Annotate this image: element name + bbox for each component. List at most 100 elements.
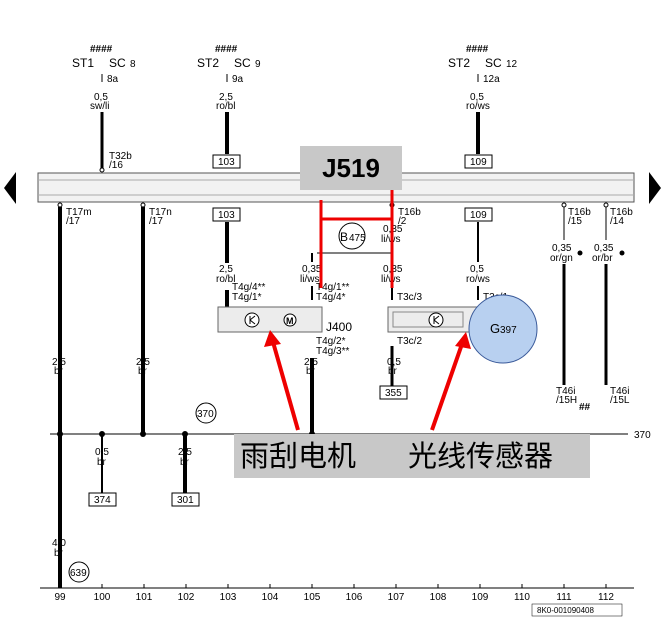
axis-number: 103: [220, 592, 237, 603]
wire-size: 2,5: [219, 264, 233, 275]
junction-dot: [140, 431, 146, 437]
doc-id-box: [531, 603, 623, 617]
wire-size: 0,35: [302, 264, 322, 275]
ref-box-301: [171, 492, 200, 507]
axis-number: 104: [262, 592, 279, 603]
wire-size: 0,5: [387, 357, 401, 368]
component-g397-sub: 397: [500, 325, 517, 336]
header-pin: 8a: [107, 74, 119, 85]
wire-color: ro/bl: [216, 101, 235, 112]
header-sc: SC: [234, 56, 251, 70]
wire-color: br: [180, 457, 190, 468]
splice-b475-label: B: [340, 230, 348, 244]
axis-number: 112: [598, 592, 614, 603]
pin-dot: [561, 202, 567, 208]
ref-box-109-top-label: 109: [470, 157, 487, 168]
red-arrow-sensor-head: [455, 332, 471, 349]
connector-t16b-15-pin: /15: [568, 216, 582, 227]
header-st: ST2: [448, 56, 470, 70]
wire-size: 0,5: [94, 92, 108, 103]
header-hash: ####: [215, 44, 238, 55]
component-j400-label: J400: [326, 320, 352, 334]
connector-t17n-pin: /17: [149, 216, 163, 227]
wire-size: 0,5: [470, 92, 484, 103]
wire-size: 4,0: [52, 538, 66, 549]
header-st2-sc12: #### ST2 SC 12 12a 0,5 ro/ws: [448, 44, 518, 112]
pin-label: T4g/1*: [232, 292, 262, 303]
header-st2-sc9: #### ST2 SC 9 9a 2,5 ro/bl: [197, 44, 261, 112]
pin-label: T3c/2: [397, 336, 422, 347]
motor-icon: [283, 313, 297, 327]
splice-b475: [338, 222, 366, 250]
connector-t46i-l-pin: /15L: [610, 395, 630, 406]
wire-color: br: [54, 548, 64, 559]
header-st1-sc8: #### ST1 SC 8 8a 0,5 sw/li: [72, 44, 136, 112]
connector-t16b-2: T16b: [398, 207, 421, 218]
relay-icon: [428, 312, 444, 328]
shield-dot: [619, 250, 625, 256]
label-gap-bg: [366, 434, 402, 478]
connector-t17m-pin: /17: [66, 216, 80, 227]
continue-right-arrow: [649, 172, 661, 204]
axis-number: 99: [54, 592, 66, 603]
pin-dot: [99, 167, 105, 173]
header-sc-sub: 9: [255, 59, 261, 70]
pin-label: T4g/4*: [316, 292, 346, 303]
axis-number: 100: [94, 592, 111, 603]
axis-number: 108: [430, 592, 447, 603]
component-j400: [217, 306, 323, 333]
wiper-motor-label: 雨刮电机: [234, 434, 378, 478]
wire-color: ro/ws: [466, 274, 490, 285]
component-g397-inner: [392, 311, 464, 328]
connector-t17m: T17m: [66, 207, 92, 218]
ground-point-639-circle: [68, 561, 90, 583]
axis-ticks: [59, 584, 607, 588]
header-hash: ####: [90, 44, 113, 55]
axis-number: 109: [472, 592, 489, 603]
ref-box-103-bottom: [212, 207, 241, 222]
header-sc: SC: [109, 56, 126, 70]
light-sensor-label: 光线传感器: [402, 434, 590, 478]
relay-k-icon: [249, 315, 256, 325]
relay-icon: [244, 312, 260, 328]
axis-number: 110: [514, 592, 530, 603]
header-sc-sub: 8: [130, 59, 136, 70]
ground-ref-370-circle: [195, 402, 217, 424]
wire-size: 2,5: [304, 357, 318, 368]
axis-number: 107: [388, 592, 405, 603]
axis-number: 102: [178, 592, 195, 603]
component-g397-label: G: [490, 321, 500, 336]
red-arrow-wiper-shaft: [271, 341, 300, 431]
pin-dot: [57, 202, 63, 208]
wire-color: li/ws: [300, 274, 319, 285]
wire-size: 0,5: [95, 447, 109, 458]
pin-label: T3c/3: [397, 292, 422, 303]
wire-size: 2,5: [178, 447, 192, 458]
ground-ref-370-label: 370: [197, 409, 214, 420]
header-sc: SC: [485, 56, 502, 70]
pin-label: T4g/2*: [316, 336, 346, 347]
light-sensor-g397-highlight: [468, 294, 538, 364]
ref-box-103-top-label: 103: [218, 157, 235, 168]
red-arrow-sensor-shaft: [430, 343, 464, 431]
wire-size: 2,5: [52, 357, 66, 368]
header-pin: 12a: [483, 74, 500, 85]
red-annotation-overlay: [264, 175, 471, 431]
shield-dot: [577, 250, 583, 256]
connector-t16b-14: T16b: [610, 207, 633, 218]
pin-label: T4g/1**: [316, 282, 349, 293]
pin-label: T4g/3**: [316, 346, 349, 357]
pin-dot: [140, 202, 146, 208]
connector-t16b-2-pin: /2: [398, 216, 407, 227]
ref-box-355: [379, 385, 408, 400]
wire-color: or/br: [592, 253, 613, 264]
wire-size: 0,5: [470, 264, 484, 275]
ref-box-109-bottom-label: 109: [470, 210, 487, 221]
wire-color: or/gn: [550, 253, 573, 264]
doc-id: 8K0-001090408: [537, 606, 594, 615]
header-pin: 9a: [232, 74, 244, 85]
wire-color: br: [97, 457, 107, 468]
wire-color: ro/ws: [466, 101, 490, 112]
ref-box-355-label: 355: [385, 388, 402, 399]
